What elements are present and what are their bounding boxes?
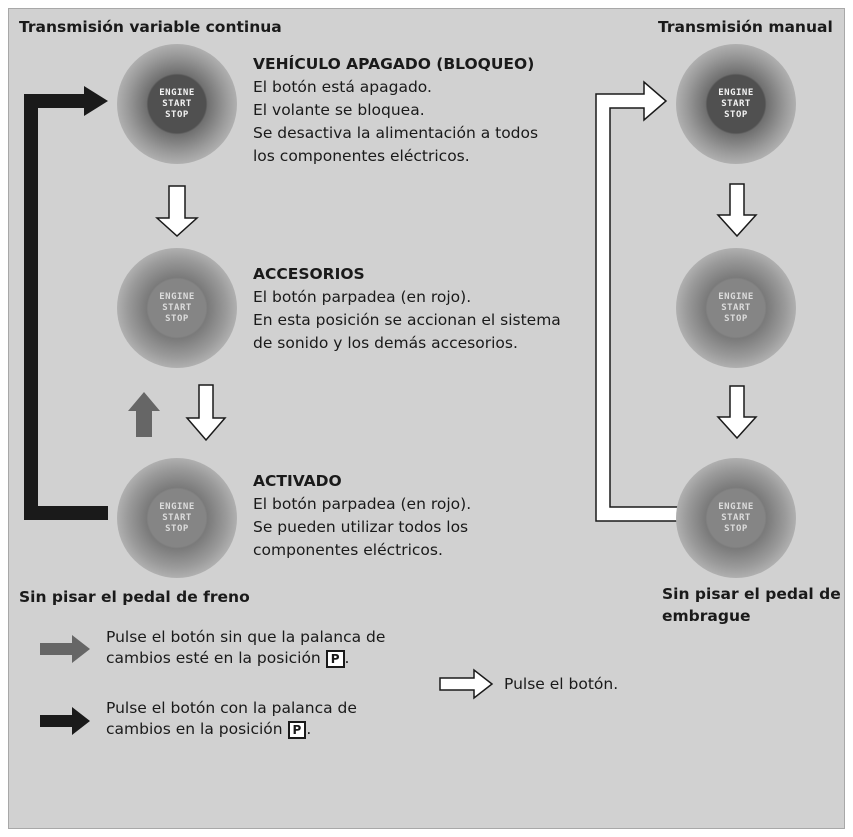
white-down-arrow: [185, 384, 227, 442]
state-accessory-description: ACCESORIOS El botón parpadea (en rojo). …: [253, 263, 561, 355]
state-off-line: El volante se bloquea.: [253, 101, 425, 119]
state-on-line: El botón parpadea (en rojo).: [253, 495, 472, 513]
state-accessory-line: El botón parpadea (en rojo).: [253, 288, 472, 306]
state-off-line: Se desactiva la alimentación a todos: [253, 124, 539, 142]
white-loop-arrow: [595, 80, 687, 522]
legend-white-text: Pulse el botón.: [504, 675, 619, 693]
manual-header: Transmisión manual: [658, 18, 833, 36]
cvt-footer: Sin pisar el pedal de freno: [19, 588, 250, 606]
legend-gray-arrow-icon: [40, 635, 90, 663]
state-accessory-line: de sonido y los demás accesorios.: [253, 334, 518, 352]
state-off-description: VEHÍCULO APAGADO (BLOQUEO) El botón está…: [253, 53, 538, 168]
state-off-line: El botón está apagado.: [253, 78, 432, 96]
cvt-header: Transmisión variable continua: [19, 18, 282, 36]
state-on-title: ACTIVADO: [253, 472, 342, 490]
white-down-arrow: [716, 183, 758, 238]
gray-up-arrow: [128, 392, 160, 437]
legend-gray-text: Pulse el botón sin que la palanca de cam…: [106, 628, 386, 668]
state-accessory-title: ACCESORIOS: [253, 265, 365, 283]
state-accessory-line: En esta posición se accionan el sistema: [253, 311, 561, 329]
state-on-line: componentes eléctricos.: [253, 541, 443, 559]
white-down-arrow: [716, 385, 758, 440]
state-off-title: VEHÍCULO APAGADO (BLOQUEO): [253, 55, 535, 73]
state-on-description: ACTIVADO El botón parpadea (en rojo). Se…: [253, 470, 471, 562]
black-loop-arrow: [30, 88, 108, 510]
white-down-arrow: [155, 185, 199, 238]
legend-white-arrow-icon: [439, 668, 494, 700]
black-loop-arrow: [24, 86, 108, 520]
p-position-symbol: P: [287, 721, 307, 739]
p-position-symbol: P: [325, 650, 345, 668]
manual-footer: Sin pisar el pedal de embrague: [662, 585, 841, 625]
legend-black-text: Pulse el botón con la palanca de cambios…: [106, 699, 357, 739]
legend-black-arrow-icon: [40, 707, 90, 735]
state-on-line: Se pueden utilizar todos los: [253, 518, 469, 536]
state-off-line: los componentes eléctricos.: [253, 147, 470, 165]
